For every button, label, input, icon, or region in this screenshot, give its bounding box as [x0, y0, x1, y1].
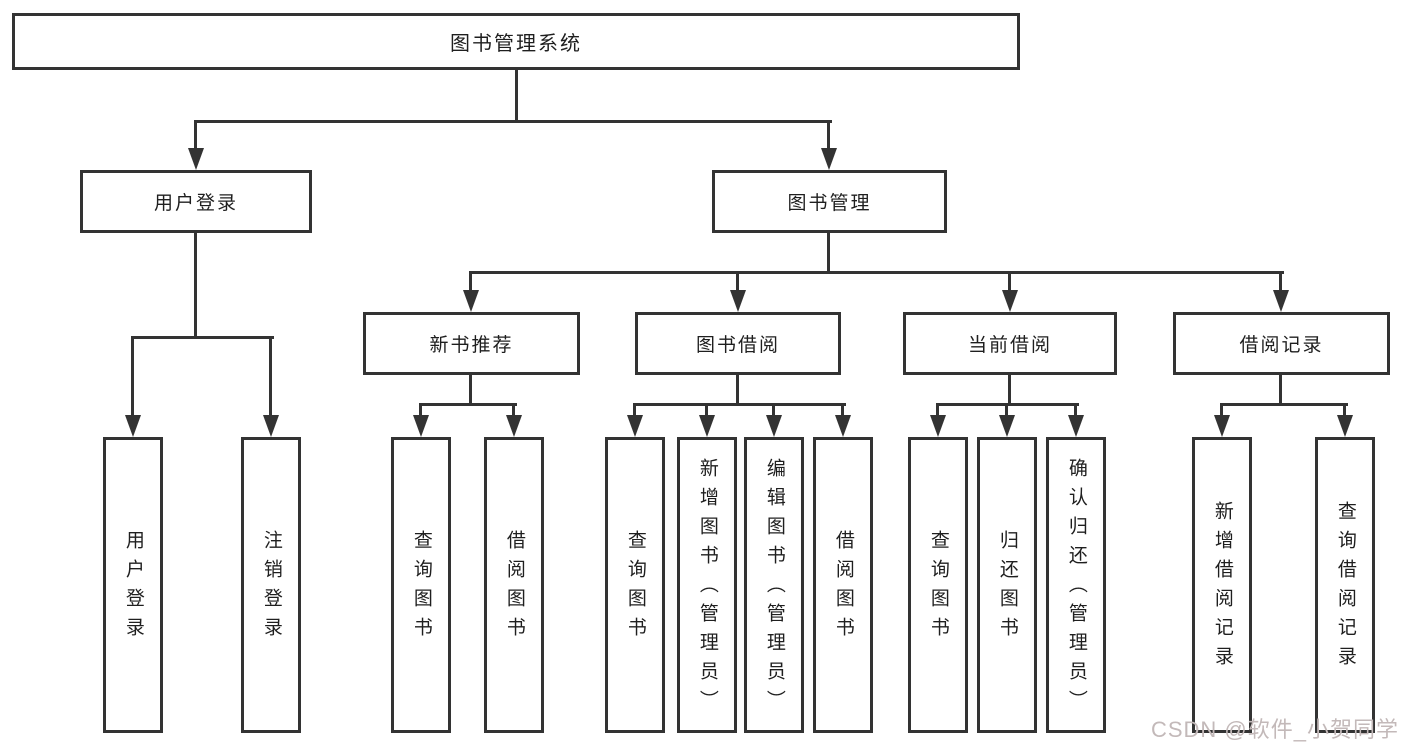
- leaf-query-books-current: 查询图书: [908, 437, 968, 733]
- leaf-confirm-return-admin: 确认归还（管理员）: [1046, 437, 1106, 733]
- connector-vline: [1279, 271, 1282, 292]
- arrow-down-icon: [627, 415, 643, 437]
- arrow-down-icon: [930, 415, 946, 437]
- leaf-edit-book-admin: 编辑图书（管理员）: [744, 437, 804, 733]
- arrow-down-icon: [1337, 415, 1353, 437]
- arrow-down-icon: [463, 290, 479, 312]
- arrow-down-icon: [263, 415, 279, 437]
- connector-vline: [1008, 375, 1011, 406]
- arrow-down-icon: [188, 148, 204, 170]
- connector-vline: [1279, 375, 1282, 406]
- node-library-system: 图书管理系统: [12, 13, 1020, 70]
- leaf-add-borrow-record: 新增借阅记录: [1192, 437, 1252, 733]
- connector-hline: [421, 403, 517, 406]
- connector-vline: [1005, 403, 1008, 417]
- leaf-query-books-recommend: 查询图书: [391, 437, 451, 733]
- connector-vline: [772, 403, 775, 417]
- connector-vline: [633, 403, 636, 417]
- connector-hline: [471, 271, 1284, 274]
- arrow-down-icon: [1273, 290, 1289, 312]
- connector-vline: [736, 271, 739, 292]
- node-user-login: 用户登录: [80, 170, 312, 233]
- node-book-management: 图书管理: [712, 170, 947, 233]
- connector-vline: [1008, 271, 1011, 292]
- connector-vline: [469, 271, 472, 292]
- leaf-return-book: 归还图书: [977, 437, 1037, 733]
- connector-hline: [133, 336, 274, 339]
- leaf-borrow-books-recommend: 借阅图书: [484, 437, 544, 733]
- connector-vline: [512, 403, 515, 417]
- connector-vline: [705, 403, 708, 417]
- node-book-borrow: 图书借阅: [635, 312, 841, 375]
- connector-vline: [827, 233, 830, 274]
- connector-vline: [827, 120, 830, 150]
- arrow-down-icon: [125, 415, 141, 437]
- node-borrow-records: 借阅记录: [1173, 312, 1390, 375]
- arrow-down-icon: [766, 415, 782, 437]
- leaf-add-book-admin: 新增图书（管理员）: [677, 437, 737, 733]
- node-new-book-recommend: 新书推荐: [363, 312, 580, 375]
- leaf-logout-login: 注销登录: [241, 437, 301, 733]
- connector-vline: [131, 336, 134, 417]
- watermark: CSDN @软件_小贺同学: [1150, 717, 1399, 742]
- connector-vline: [194, 233, 197, 339]
- connector-hline: [938, 403, 1079, 406]
- arrow-down-icon: [1214, 415, 1230, 437]
- connector-vline: [936, 403, 939, 417]
- connector-vline: [269, 336, 272, 417]
- connector-vline: [841, 403, 844, 417]
- arrow-down-icon: [1002, 290, 1018, 312]
- connector-hline: [1222, 403, 1348, 406]
- arrow-down-icon: [999, 415, 1015, 437]
- node-current-borrow: 当前借阅: [903, 312, 1117, 375]
- connector-vline: [419, 403, 422, 417]
- arrow-down-icon: [821, 148, 837, 170]
- connector-vline: [469, 375, 472, 406]
- connector-hline: [196, 120, 832, 123]
- leaf-user-login: 用户登录: [103, 437, 163, 733]
- connector-vline: [1074, 403, 1077, 417]
- arrow-down-icon: [730, 290, 746, 312]
- leaf-query-books-borrow: 查询图书: [605, 437, 665, 733]
- connector-vline: [194, 120, 197, 150]
- leaf-borrow-books-borrow: 借阅图书: [813, 437, 873, 733]
- arrow-down-icon: [506, 415, 522, 437]
- connector-vline: [1220, 403, 1223, 417]
- connector-vline: [736, 375, 739, 406]
- arrow-down-icon: [1068, 415, 1084, 437]
- arrow-down-icon: [835, 415, 851, 437]
- connector-hline: [635, 403, 846, 406]
- leaf-query-borrow-record: 查询借阅记录: [1315, 437, 1375, 733]
- connector-vline: [515, 70, 518, 123]
- arrow-down-icon: [699, 415, 715, 437]
- connector-vline: [1343, 403, 1346, 417]
- arrow-down-icon: [413, 415, 429, 437]
